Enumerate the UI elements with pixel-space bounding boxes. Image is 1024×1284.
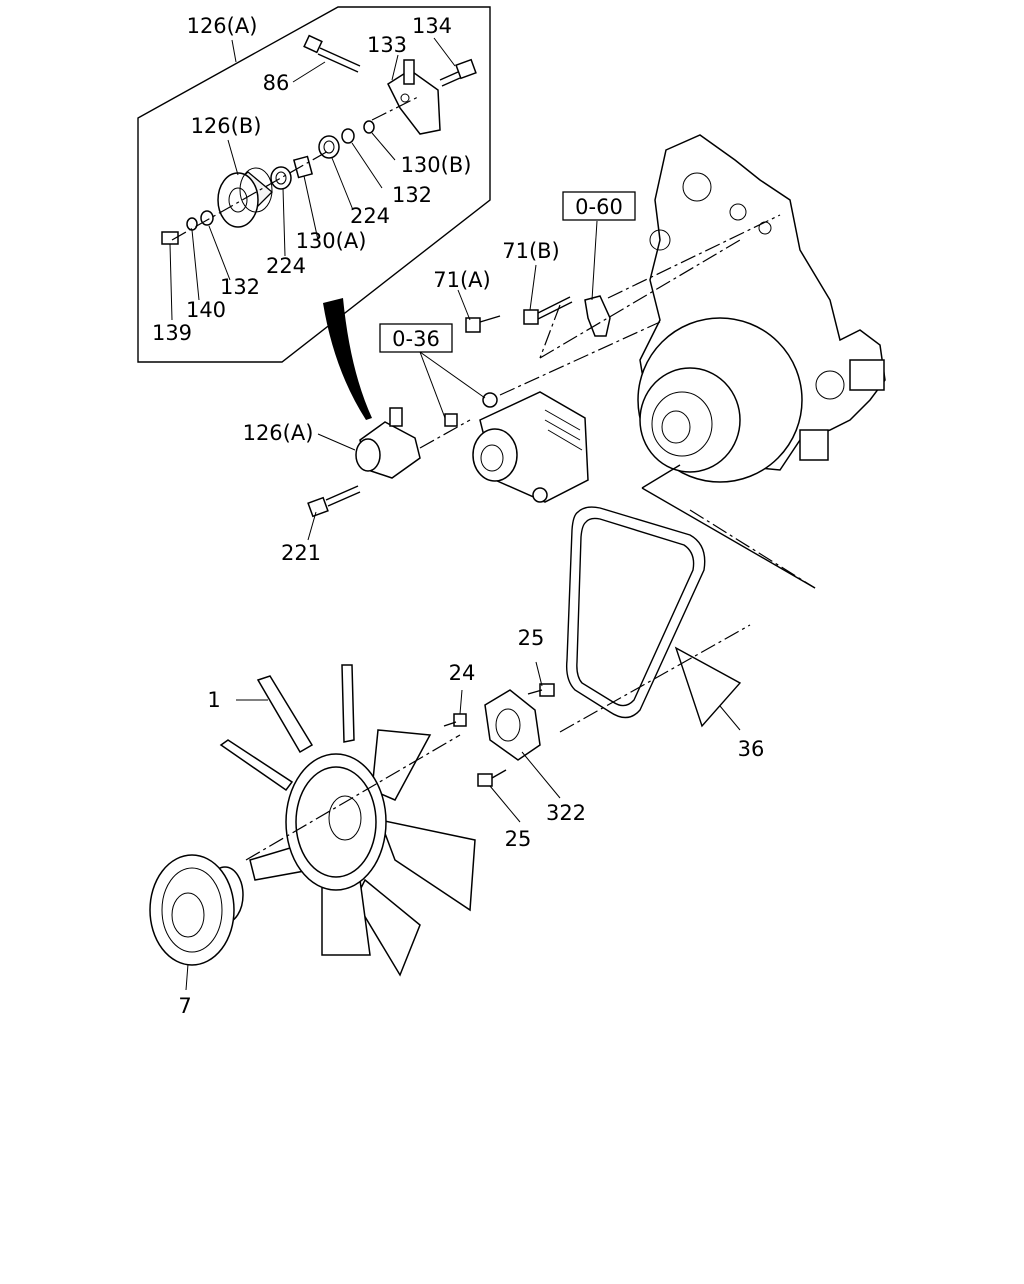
bracket-133 xyxy=(387,59,441,135)
callout-1: 1 xyxy=(207,688,220,712)
fan-spacer-322 xyxy=(484,689,541,761)
ref-box-036 xyxy=(379,323,453,353)
crank-pulley xyxy=(637,317,803,483)
callout-133: 133 xyxy=(367,33,407,57)
callout-126a-mid: 126(A) xyxy=(243,421,314,445)
callout-224-upper: 224 xyxy=(350,204,390,228)
centerline xyxy=(607,214,781,299)
centerline xyxy=(559,624,751,733)
callout-71a: 71(A) xyxy=(433,268,490,292)
bearing-224-upper xyxy=(318,135,340,159)
bolt-86 xyxy=(303,34,361,73)
callout-25-top: 25 xyxy=(518,626,545,650)
washer-140 xyxy=(186,217,198,231)
bolt-71a xyxy=(465,315,501,333)
callout-139: 139 xyxy=(152,321,192,345)
bolt-221 xyxy=(307,485,361,518)
callout-132-lower: 132 xyxy=(220,275,260,299)
bolt-25-bottom xyxy=(477,769,507,787)
callout-126a-top: 126(A) xyxy=(187,14,258,38)
callout-140: 140 xyxy=(186,298,226,322)
centerline xyxy=(689,509,816,589)
callout-25-bottom: 25 xyxy=(505,827,532,851)
callout-224-lower: 224 xyxy=(266,254,306,278)
centerline xyxy=(641,464,681,489)
ref-036-label: 0-36 xyxy=(392,327,440,351)
belt-leader-triangle xyxy=(674,646,742,728)
bolt-25-top xyxy=(527,683,555,697)
centerline xyxy=(499,321,661,396)
centerline xyxy=(371,95,421,121)
callout-7: 7 xyxy=(178,994,191,1018)
idler-pulley-126b xyxy=(217,167,273,228)
cooling-fan-1 xyxy=(219,664,476,977)
bolt-134 xyxy=(439,58,477,87)
bearing-224-lower xyxy=(270,166,292,190)
ref-box-060 xyxy=(562,191,636,221)
bolt-24 xyxy=(443,713,467,727)
callout-322: 322 xyxy=(546,801,586,825)
callout-130a: 130(A) xyxy=(296,229,367,253)
tensioner-126a xyxy=(355,407,421,479)
centerline xyxy=(171,149,331,241)
fan-belt-36 xyxy=(565,506,706,719)
leader-lines xyxy=(169,37,741,991)
callout-221: 221 xyxy=(281,541,321,565)
callout-86: 86 xyxy=(263,71,290,95)
callout-134: 134 xyxy=(412,14,452,38)
ref-060-label: 0-60 xyxy=(575,195,623,219)
bolt-alternator-pivot xyxy=(444,413,458,427)
bolt-71b xyxy=(523,296,573,325)
fan-pulley-7 xyxy=(149,854,244,966)
centerline xyxy=(539,239,741,359)
spacer-130a xyxy=(292,155,314,179)
callout-126b: 126(B) xyxy=(191,114,262,138)
callout-130b: 130(B) xyxy=(401,153,472,177)
centerline xyxy=(641,487,816,589)
centerline xyxy=(419,419,471,449)
centerline xyxy=(245,734,461,861)
callout-132-upper: 132 xyxy=(392,183,432,207)
inset-frame xyxy=(137,6,491,363)
callout-36: 36 xyxy=(738,737,765,761)
inset-pointer-arrow xyxy=(323,298,372,420)
adjusting-bracket xyxy=(584,295,611,337)
centerline xyxy=(539,304,561,359)
washer-130b xyxy=(363,120,375,134)
callout-71b: 71(B) xyxy=(502,239,560,263)
nut-132-upper xyxy=(341,128,355,144)
alternator xyxy=(472,391,589,503)
callout-24: 24 xyxy=(449,661,476,685)
